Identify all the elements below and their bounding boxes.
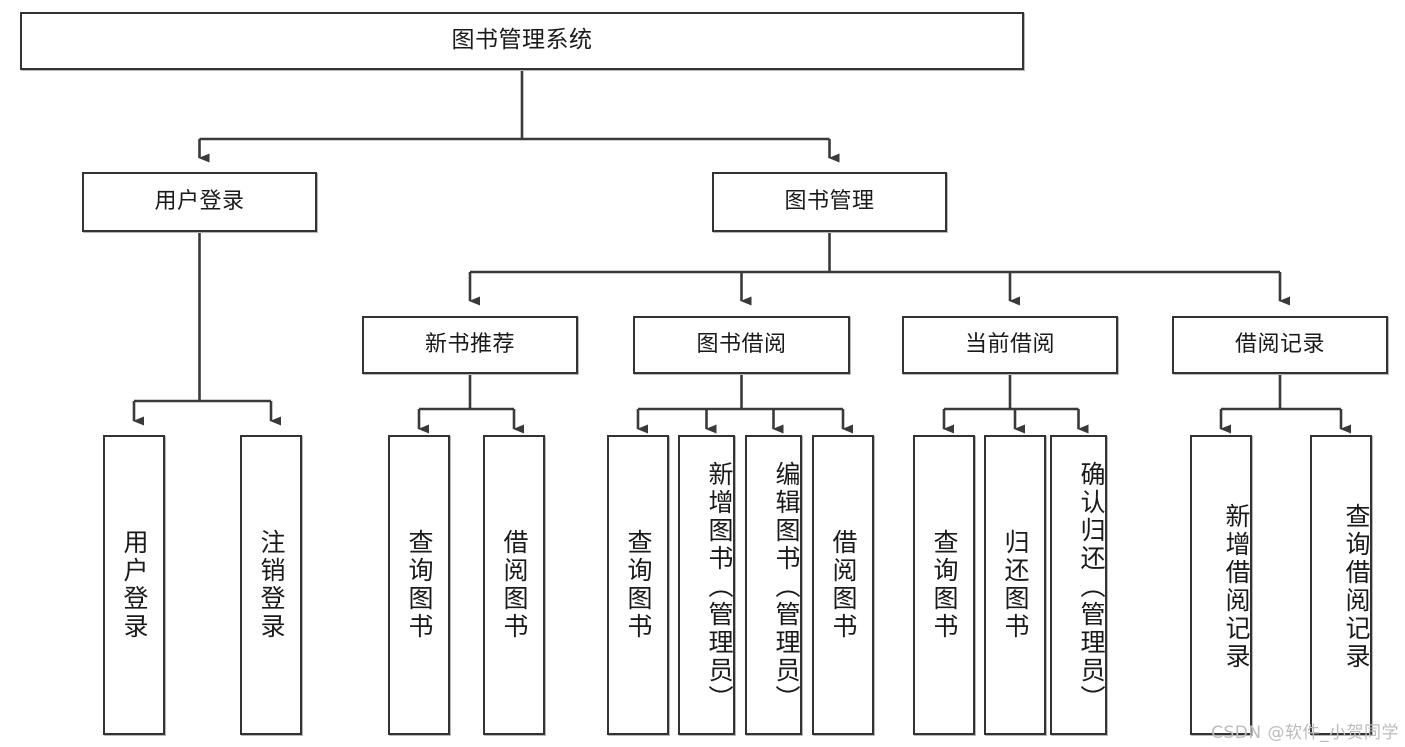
node-label: 新增借阅记录 bbox=[1222, 503, 1251, 671]
node-current-borrow[interactable]: 当前借阅 bbox=[902, 316, 1118, 374]
node-label: 新书推荐 bbox=[424, 331, 515, 357]
node-leaf-return-book[interactable]: 归还图书 bbox=[984, 435, 1046, 735]
node-label: 用户登录 bbox=[120, 529, 149, 641]
node-leaf-logout-login[interactable]: 注销登录 bbox=[240, 435, 302, 735]
node-leaf-user-login[interactable]: 用户登录 bbox=[103, 435, 165, 735]
node-label: 查询图书 bbox=[624, 529, 653, 641]
node-leaf-add-book-admin[interactable]: 新增图书（管理员） bbox=[678, 435, 735, 735]
node-leaf-add-borrow-record[interactable]: 新增借阅记录 bbox=[1190, 435, 1252, 735]
node-label: 借阅图书 bbox=[500, 529, 529, 641]
node-label: 归还图书 bbox=[1001, 529, 1030, 641]
node-label: 当前借阅 bbox=[964, 331, 1055, 357]
node-borrow-record[interactable]: 借阅记录 bbox=[1172, 316, 1388, 374]
node-leaf-confirm-return-admin[interactable]: 确认归还（管理员） bbox=[1050, 435, 1107, 735]
node-label: 借阅记录 bbox=[1234, 331, 1325, 357]
node-label: 查询图书 bbox=[930, 529, 959, 641]
node-label: 图书管理系统 bbox=[451, 27, 593, 54]
node-leaf-borrow-book-recommend[interactable]: 借阅图书 bbox=[483, 435, 545, 735]
node-label: 新增图书（管理员） bbox=[705, 460, 734, 713]
node-label: 编辑图书（管理员） bbox=[772, 460, 801, 713]
node-label: 查询借阅记录 bbox=[1342, 503, 1371, 671]
node-label: 用户登录 bbox=[154, 188, 245, 214]
node-label: 查询图书 bbox=[405, 529, 434, 641]
node-leaf-query-book-borrow[interactable]: 查询图书 bbox=[607, 435, 669, 735]
node-book-management-system[interactable]: 图书管理系统 bbox=[20, 12, 1024, 70]
node-leaf-query-borrow-record[interactable]: 查询借阅记录 bbox=[1310, 435, 1372, 735]
node-book-borrow[interactable]: 图书借阅 bbox=[633, 316, 850, 374]
node-book-management[interactable]: 图书管理 bbox=[712, 172, 947, 232]
csdn-watermark: CSDN @软件_小贺同学 bbox=[1211, 723, 1399, 743]
node-user-login[interactable]: 用户登录 bbox=[82, 172, 317, 232]
node-label: 借阅图书 bbox=[829, 529, 858, 641]
node-leaf-query-book-current[interactable]: 查询图书 bbox=[913, 435, 975, 735]
node-label: 图书管理 bbox=[784, 188, 875, 214]
node-leaf-query-book-recommend[interactable]: 查询图书 bbox=[388, 435, 450, 735]
node-leaf-borrow-book[interactable]: 借阅图书 bbox=[812, 435, 874, 735]
node-label: 图书借阅 bbox=[696, 331, 787, 357]
node-label: 注销登录 bbox=[257, 529, 286, 641]
node-label: 确认归还（管理员） bbox=[1077, 460, 1106, 713]
node-new-book-recommend[interactable]: 新书推荐 bbox=[362, 316, 578, 374]
node-leaf-edit-book-admin[interactable]: 编辑图书（管理员） bbox=[745, 435, 802, 735]
